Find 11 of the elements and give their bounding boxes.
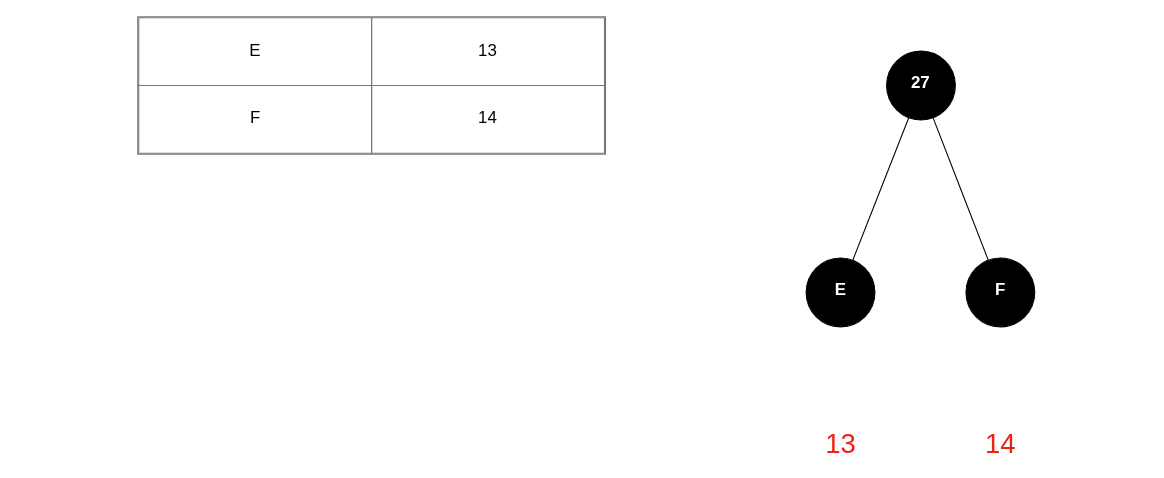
node-label: 13 — [825, 427, 856, 459]
node-label: 14 — [985, 427, 1016, 459]
node-circle: 27 — [886, 50, 956, 121]
label: 14 — [478, 108, 497, 128]
node-circle: F — [965, 257, 1036, 328]
node-circle: E — [805, 257, 876, 328]
label: 13 — [478, 40, 497, 60]
connector — [932, 117, 989, 261]
connector — [852, 117, 910, 261]
label: E — [249, 40, 261, 60]
label: F — [249, 108, 261, 128]
